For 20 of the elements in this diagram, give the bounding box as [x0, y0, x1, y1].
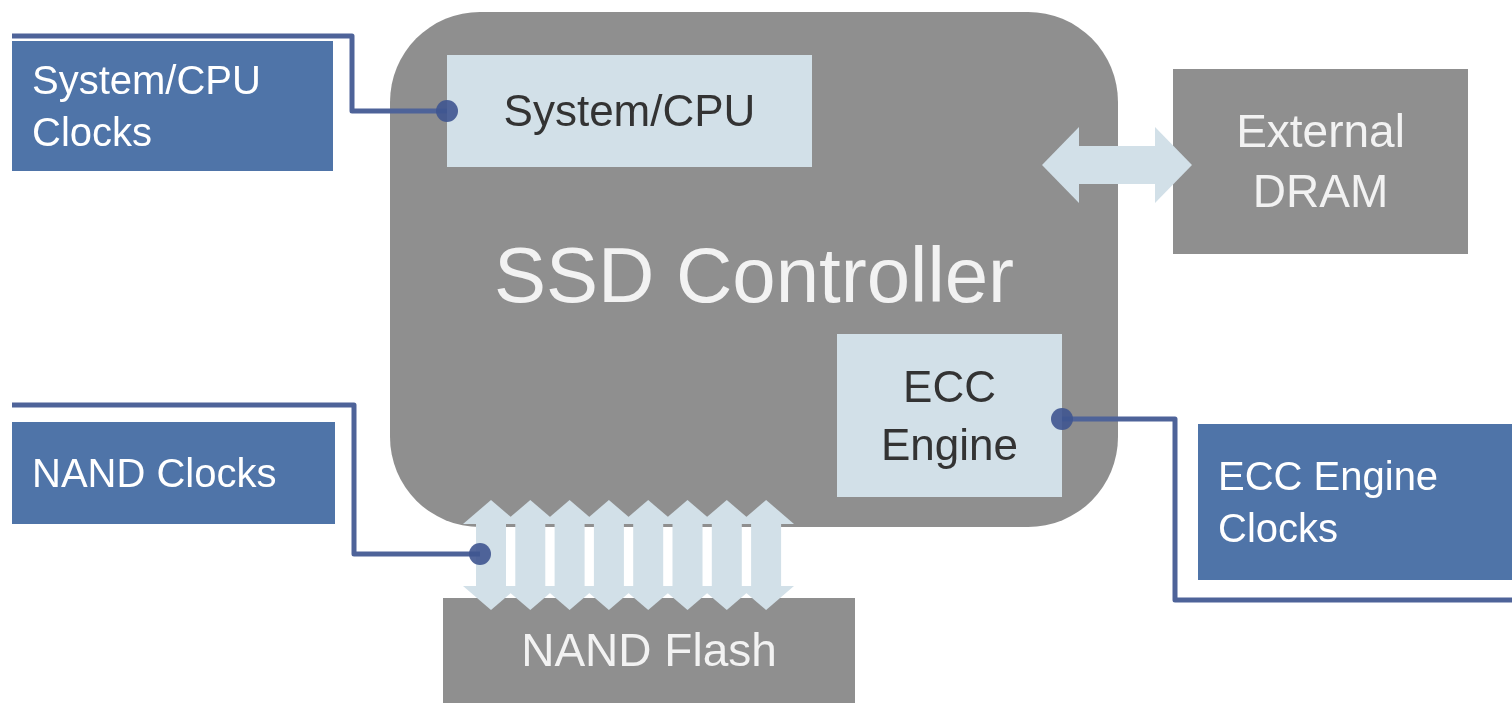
- module-box: [837, 334, 1062, 497]
- node-label: ECC Engine: [880, 361, 1019, 471]
- signal-line: [1051, 408, 1512, 603]
- module-box: [447, 55, 812, 167]
- signal-line: [12, 402, 491, 565]
- node-label: System/CPU: [503, 85, 756, 138]
- clock-box: [12, 422, 335, 524]
- double-arrow: [1042, 127, 1192, 203]
- chip-box: [443, 598, 855, 703]
- node-label: External DRAM: [1235, 103, 1406, 219]
- signal-line: [12, 33, 458, 122]
- clock-box: [12, 41, 333, 171]
- chip-box: [1173, 69, 1468, 254]
- node-label: ECC Engine Clocks: [1218, 453, 1440, 552]
- node-label: NAND Clocks: [32, 450, 277, 497]
- node-label: NAND Flash: [521, 622, 777, 678]
- clock-box: [1198, 424, 1512, 580]
- node-label: System/CPU Clocks: [32, 57, 262, 156]
- controller-block: [390, 12, 1118, 527]
- node-label: SSD Controller: [493, 230, 1015, 321]
